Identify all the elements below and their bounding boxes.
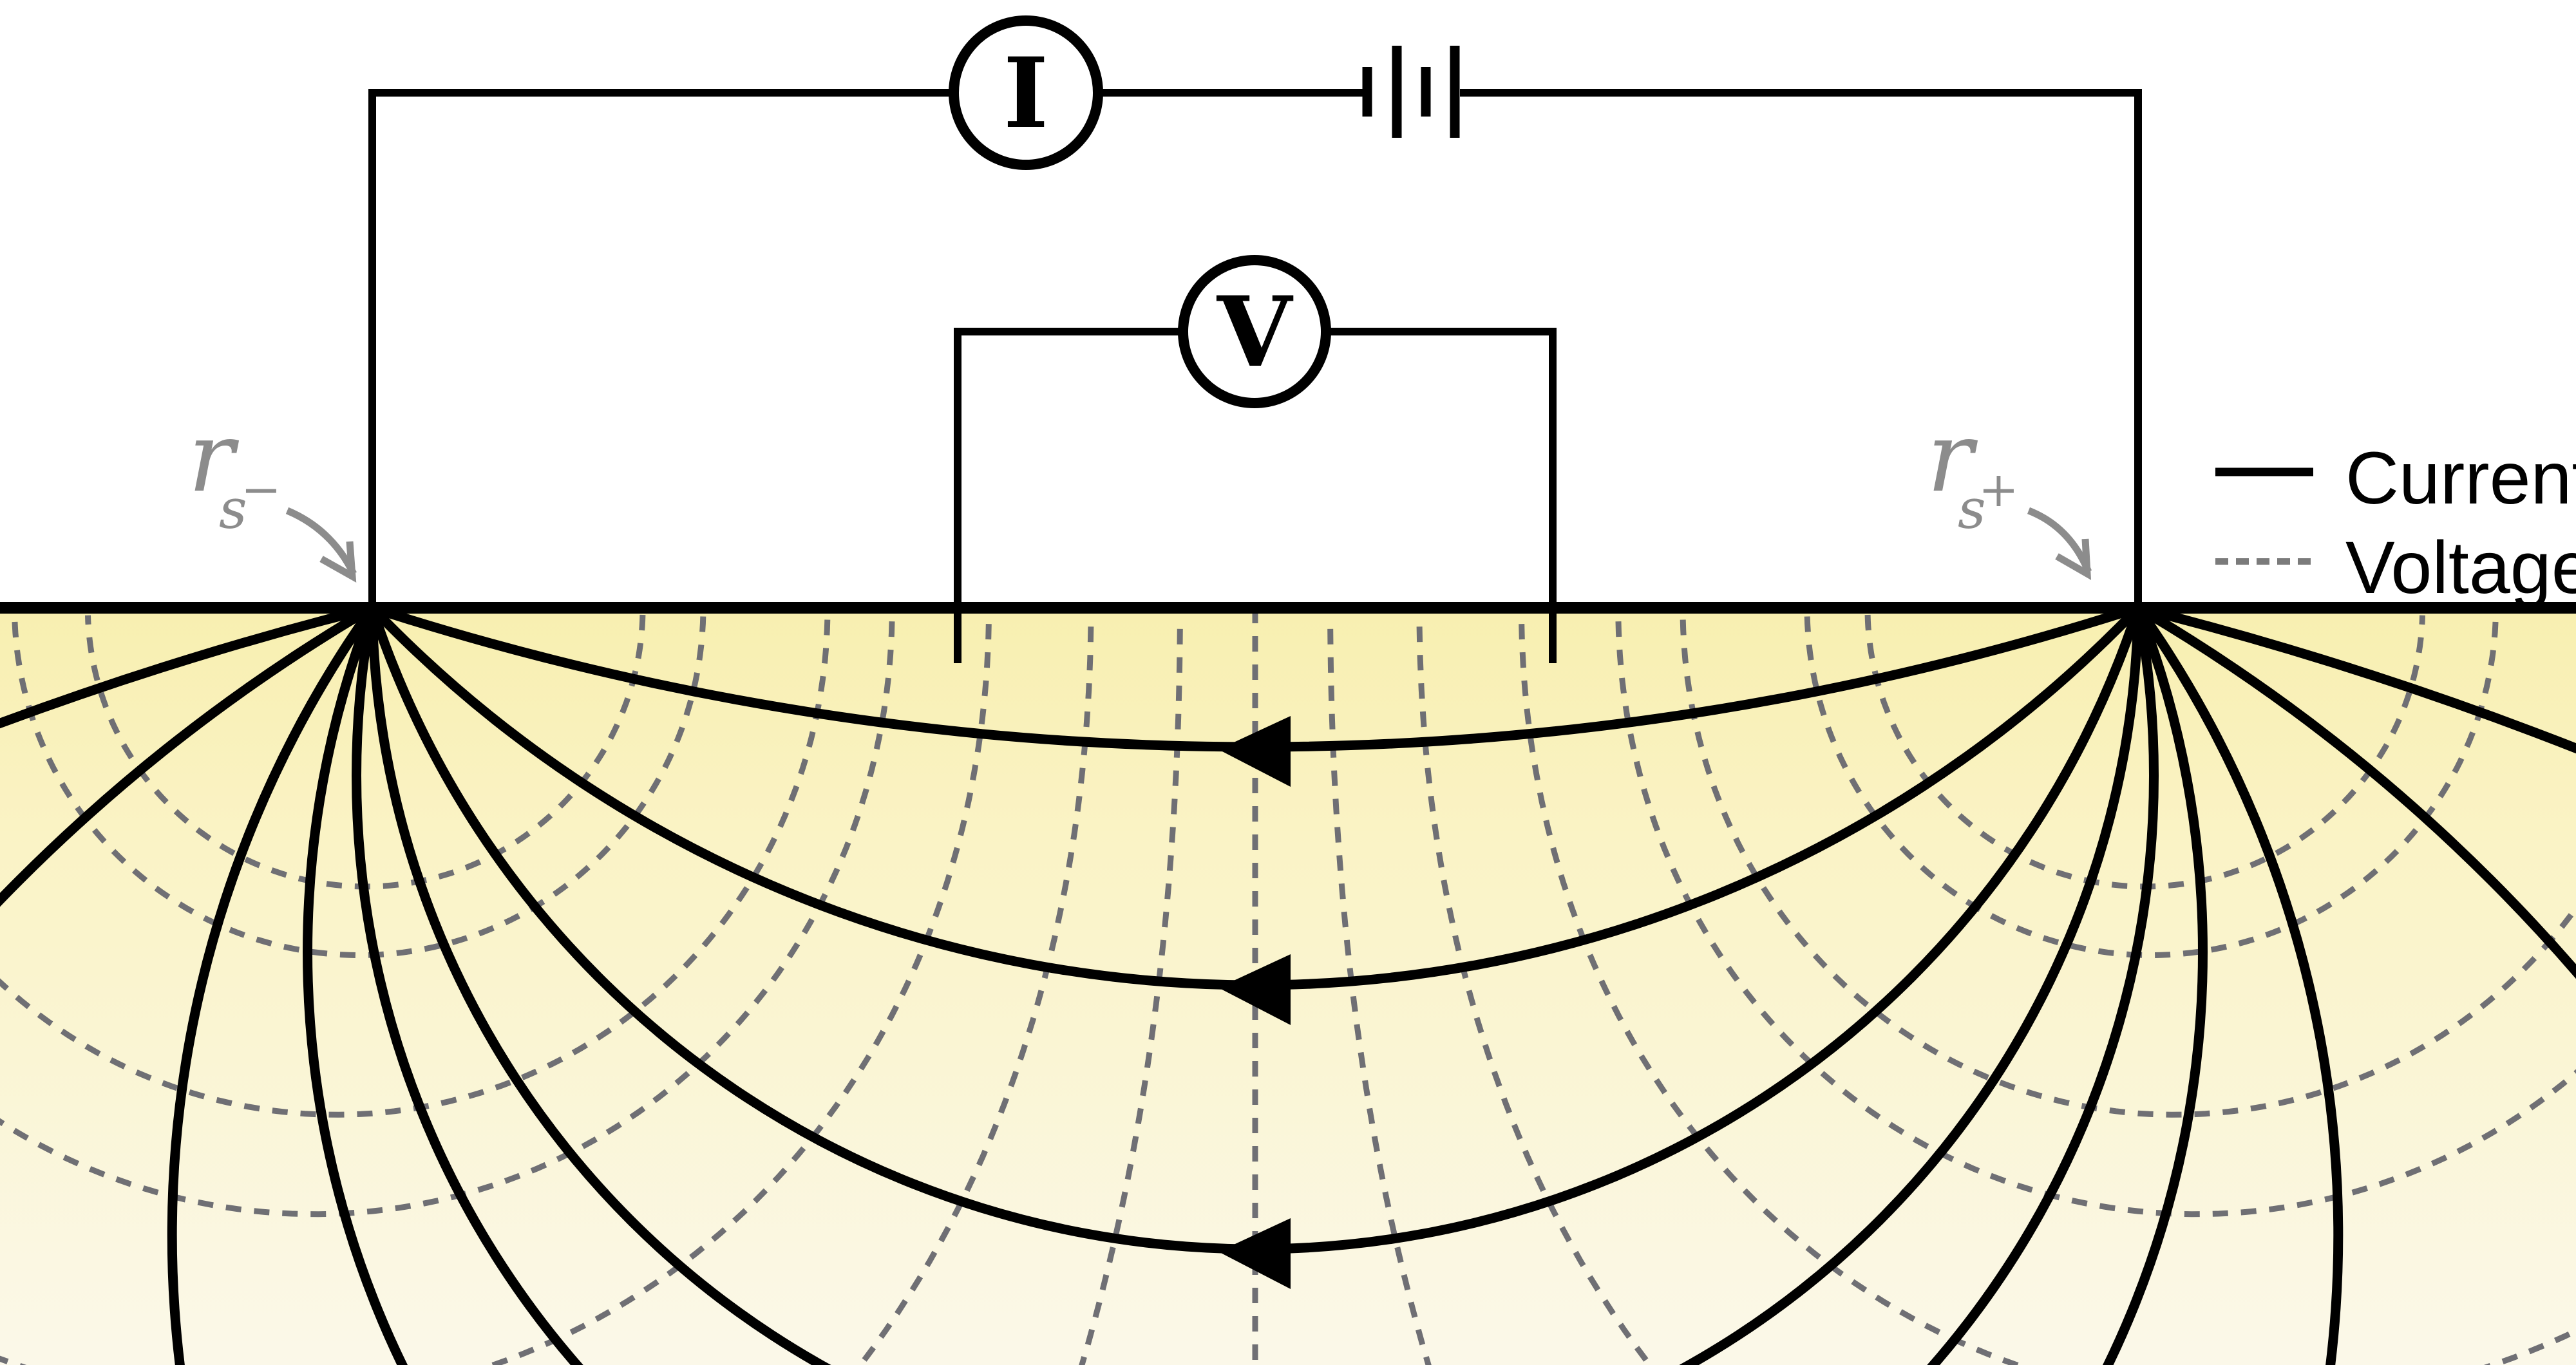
voltage-equipotential-line: [1615, 621, 2576, 1218]
left-electrode-label-sub: s: [219, 478, 247, 541]
voltmeter-circuit-wire: [954, 328, 1557, 663]
voltmeter-body: [1178, 255, 1331, 408]
voltage-equipotential-line: [1864, 614, 2425, 890]
current-flow-line: [167, 608, 2343, 1365]
left-electrode-label-sup: −: [241, 461, 281, 518]
voltage-equipotential-line: [0, 621, 895, 1218]
legend: Current Voltage: [2215, 437, 2576, 609]
voltage-equipotential-line: [85, 614, 646, 890]
right-electrode-label-base: r: [1927, 402, 1978, 514]
ammeter-label: I: [1003, 37, 1048, 150]
left-label-arrowhead-icon: [319, 541, 357, 583]
current-flow-line: [352, 608, 2159, 1365]
ammeter-body: [949, 15, 1103, 170]
right-label-arrowhead-icon: [2055, 538, 2092, 580]
current-flow-arrowhead-icon: [1218, 1218, 1291, 1289]
left-electrode-label: r s −: [188, 402, 357, 583]
battery-icon: [1362, 46, 1460, 138]
legend-current-label: Current: [2345, 437, 2576, 520]
current-circuit-wire: [368, 89, 2142, 608]
voltage-equipotential-line: [1680, 619, 2576, 1118]
right-electrode-label: r s +: [1927, 402, 2092, 580]
legend-voltage-label: Voltage: [2345, 527, 2576, 609]
current-flow-arrowhead-icon: [1218, 954, 1291, 1025]
right-electrode-label-sup: +: [1978, 461, 2019, 518]
voltage-equipotential-line: [0, 619, 831, 1118]
current-flow-arrowhead-icon: [1218, 716, 1291, 787]
left-electrode-label-base: r: [188, 402, 240, 514]
current-flow-line: [303, 608, 2208, 1365]
right-electrode-label-sub: s: [1958, 478, 1986, 541]
voltmeter-label: V: [1217, 276, 1294, 389]
